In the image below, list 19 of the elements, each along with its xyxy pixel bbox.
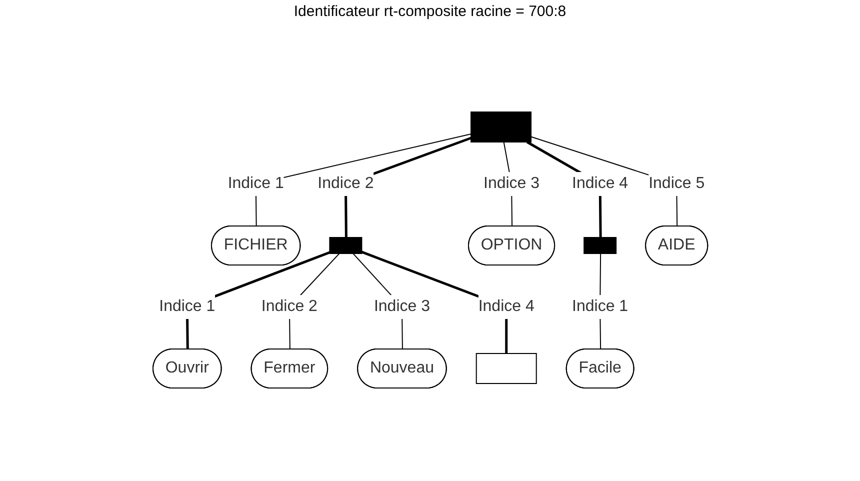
edge-label: Indice 4 (572, 175, 628, 192)
connector (530, 136, 678, 227)
node-box (583, 237, 616, 254)
connector (186, 250, 331, 350)
node-box (328, 237, 362, 254)
diagram-title: Identificateur rt-composite racine = 700:8 (292, 2, 568, 22)
edge-label: Indice 1 (158, 298, 215, 315)
connector (255, 133, 472, 227)
edge-label: Indice 4 (478, 298, 534, 315)
edge-label: Indice 3 (374, 298, 430, 315)
edge-label: Indice 2 (317, 175, 374, 192)
node-box (476, 353, 537, 384)
edge-label: Indice 3 (483, 175, 540, 192)
edge-label: Indice 2 (261, 298, 318, 315)
connector (360, 250, 508, 354)
node-box (470, 112, 532, 142)
edge-label: Indice 5 (648, 175, 704, 192)
edge-label: Indice 1 (227, 175, 284, 192)
edge-label: Indice 1 (572, 298, 628, 315)
